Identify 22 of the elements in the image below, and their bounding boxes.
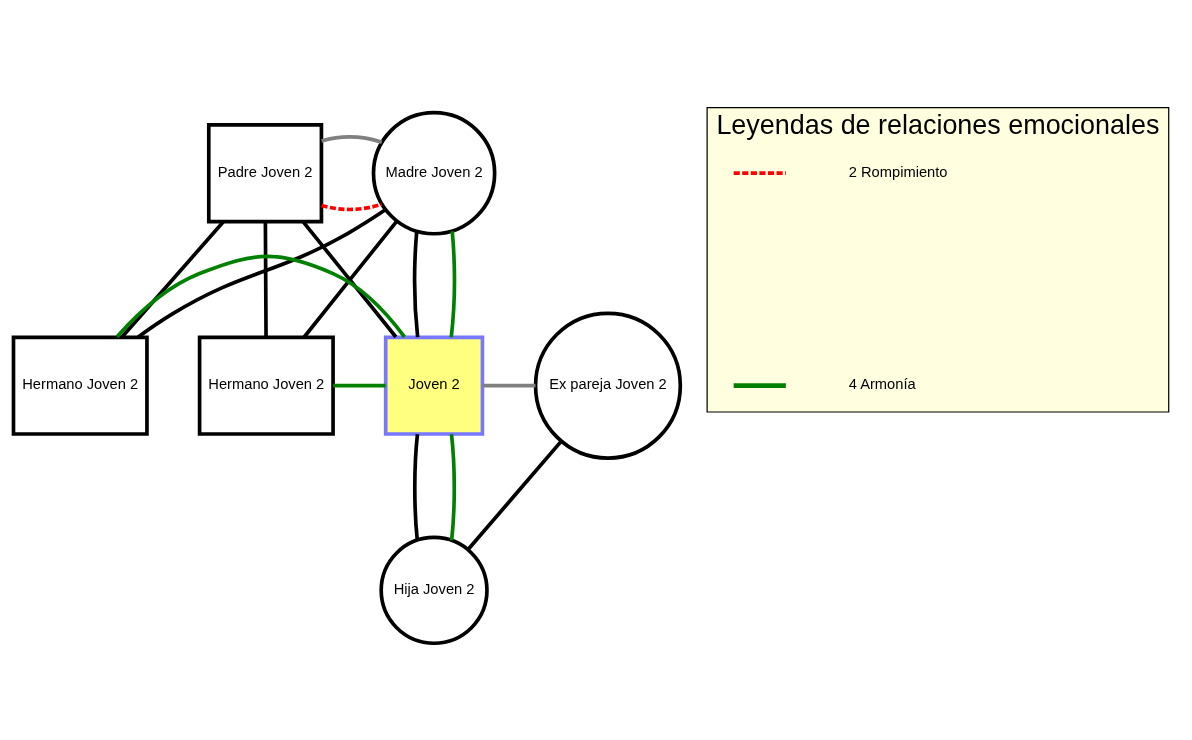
connector: [466, 439, 563, 551]
connector: [449, 433, 457, 540]
connector: [412, 433, 420, 540]
connector: [333, 383, 386, 387]
node-box: Joven 2: [383, 334, 485, 436]
legend-label: 4 Armonía: [848, 375, 916, 392]
connector: [136, 207, 387, 339]
legend-label: 2 Rompimiento: [848, 163, 948, 180]
connector: [449, 230, 457, 337]
connector: [321, 201, 383, 211]
connector: [321, 134, 383, 144]
connector: [120, 220, 225, 338]
connector: [482, 383, 536, 387]
connector: [263, 221, 268, 337]
node-box: Hermano Joven 2: [197, 334, 335, 436]
connector: [115, 254, 406, 338]
node-circle: Madre Joven 2: [371, 110, 497, 236]
connector: [412, 230, 420, 337]
node-box: Hermano Joven 2: [11, 334, 149, 436]
node-box: Padre Joven 2: [206, 122, 324, 223]
node-circle: Ex pareja Joven 2: [533, 310, 683, 460]
node-circle: Hija Joven 2: [379, 535, 489, 645]
